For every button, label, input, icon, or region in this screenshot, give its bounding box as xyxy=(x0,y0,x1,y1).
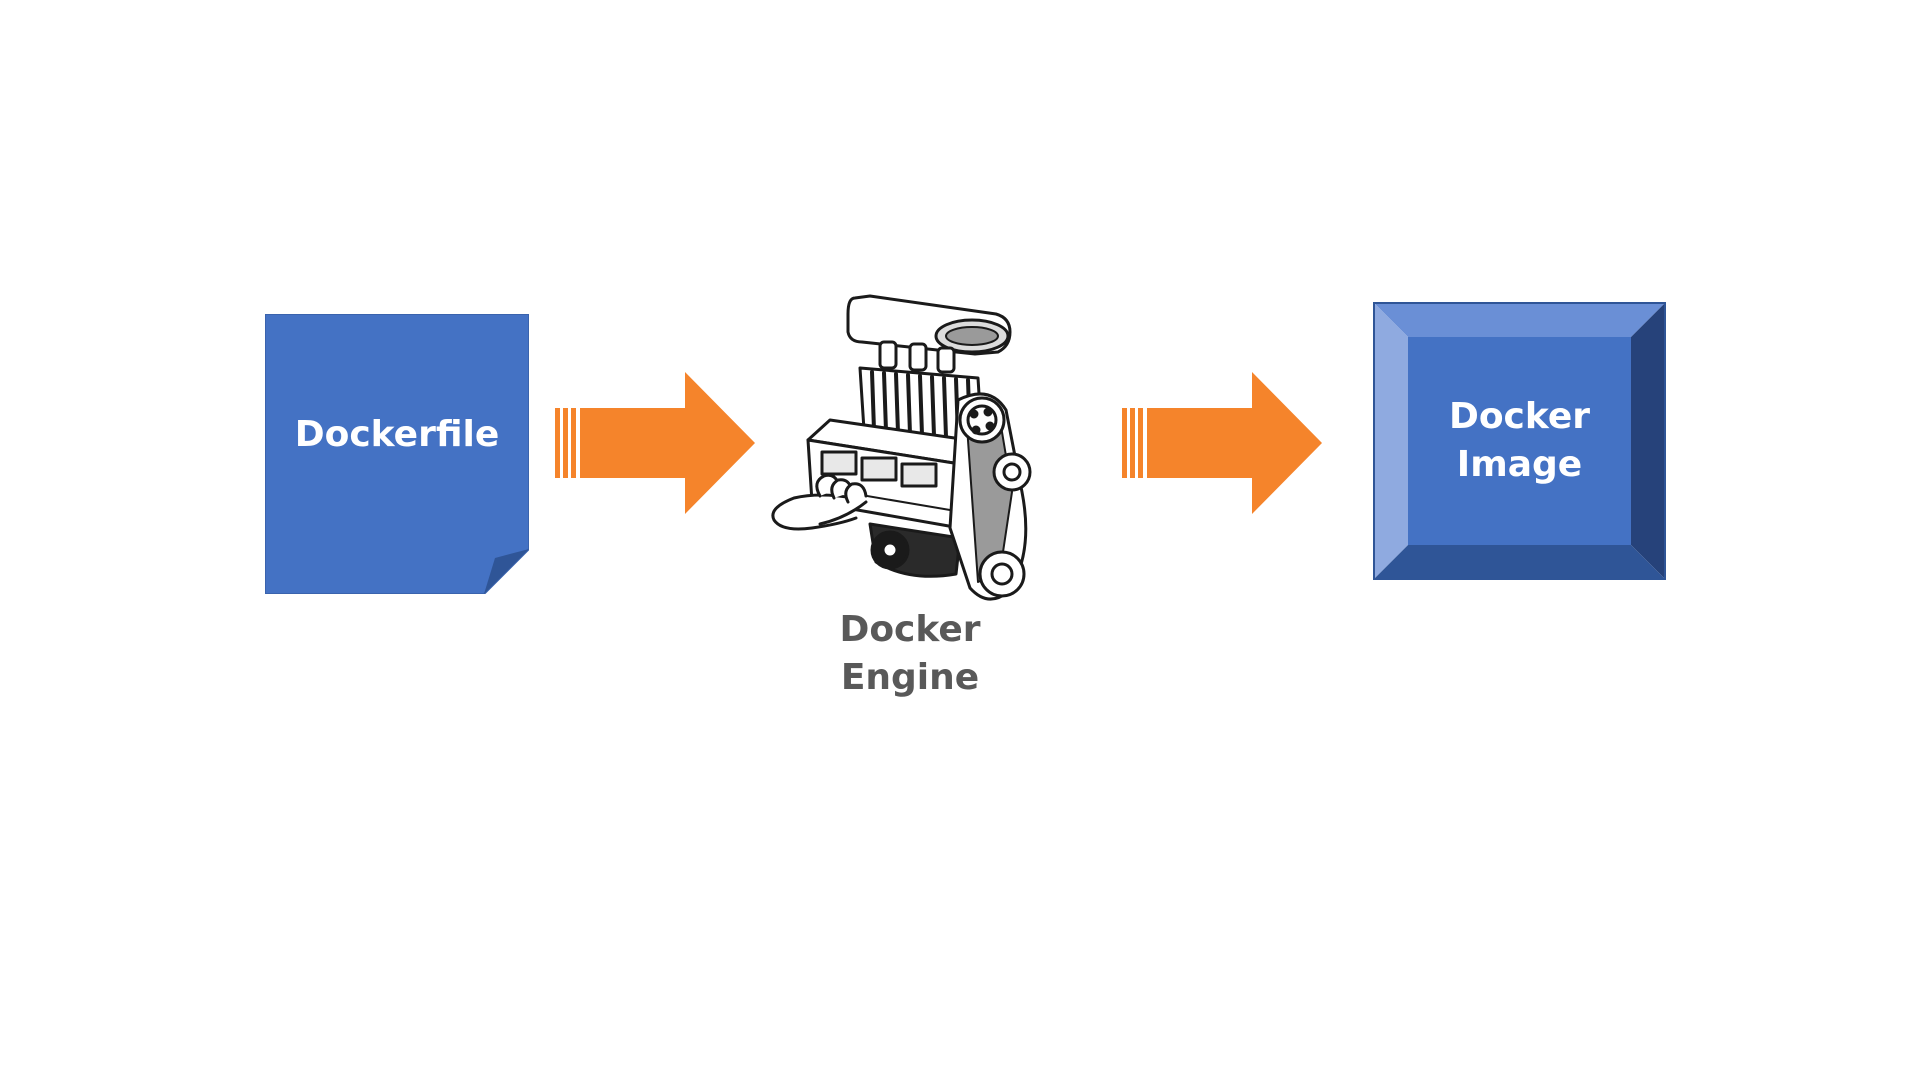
striped-arrow-icon xyxy=(555,372,755,514)
arrow-dockerfile-to-engine xyxy=(555,372,755,514)
engine-label-line1: Docker xyxy=(839,609,981,650)
engine-icon xyxy=(771,294,1032,601)
striped-arrow-icon xyxy=(1122,372,1322,514)
engine-label-line2: Engine xyxy=(840,657,980,698)
docker-image-label: Docker Image xyxy=(1408,337,1631,545)
arrow-engine-to-image xyxy=(1122,372,1322,514)
engine-label: Docker Engine xyxy=(790,606,1030,702)
dockerfile-label: Dockerfile xyxy=(294,413,500,455)
docker-image-label-line1: Docker xyxy=(1448,396,1591,437)
bevel-box-icon xyxy=(1373,302,1666,580)
folded-page-icon xyxy=(265,314,529,594)
engine-node xyxy=(760,292,1060,608)
docker-image-label-line2: Image xyxy=(1456,444,1583,485)
docker-image-node: Docker Image xyxy=(1373,302,1666,580)
dockerfile-node: Dockerfile xyxy=(265,314,529,594)
